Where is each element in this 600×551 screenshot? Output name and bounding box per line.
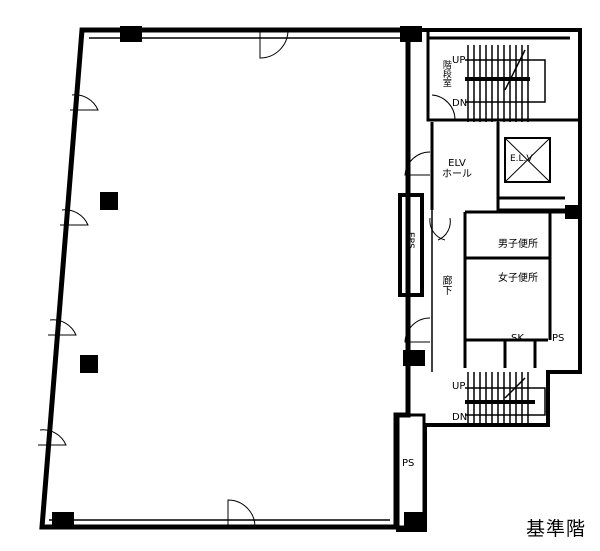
room-label-stair-room: 階段室 xyxy=(440,60,451,87)
room-label-ps-core: PS xyxy=(552,333,565,344)
stair-up-label: UP xyxy=(452,55,466,66)
column xyxy=(80,355,98,373)
office-outline xyxy=(39,27,411,530)
room-label-ps-lower: PS xyxy=(402,458,415,469)
room-label-mens-toilet: 男子便所 xyxy=(498,239,538,250)
room-label-elevator: E.L.V xyxy=(510,154,533,164)
column xyxy=(100,192,118,210)
room-label-sk: SK xyxy=(511,333,524,344)
lower-stairs xyxy=(465,372,546,425)
room-label-corridor: 廊下 xyxy=(440,275,451,295)
lower-stair-up-label: UP xyxy=(452,381,466,392)
floor-title: 基準階 xyxy=(525,518,586,540)
stair-dn-label: DN xyxy=(452,98,468,109)
room-label-eps: EPS xyxy=(404,232,415,249)
upper-stairs xyxy=(465,45,546,122)
room-label-womens-toilet: 女子便所 xyxy=(498,273,538,284)
lower-stair-dn-label: DN xyxy=(452,412,468,423)
room-label-elv-hall: ELV ホール xyxy=(442,158,472,180)
